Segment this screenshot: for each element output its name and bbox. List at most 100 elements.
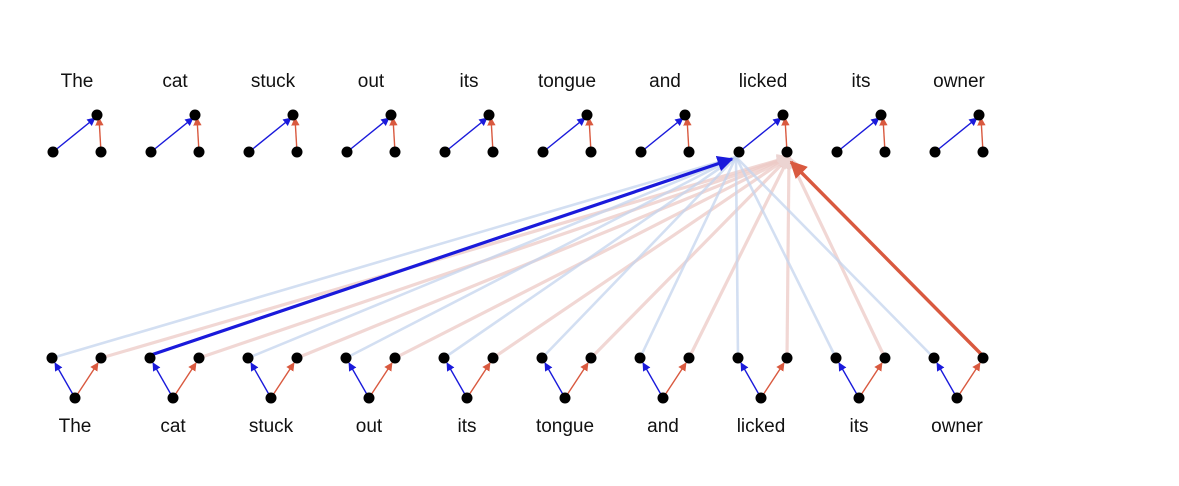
top-node-apex	[189, 109, 201, 121]
top-node-right	[193, 146, 205, 158]
bottom-node-right	[389, 352, 401, 364]
top-node-right	[977, 146, 989, 158]
top-node-right	[487, 146, 499, 158]
top-blue-edge	[444, 117, 488, 153]
bottom-node-right	[781, 352, 793, 364]
bottom-node-left	[928, 352, 940, 364]
bottom-red-edge	[172, 362, 197, 399]
bottom-token-6-and: and	[634, 352, 695, 437]
bottom-node-base	[755, 392, 767, 404]
bottom-token-8-its: its	[830, 352, 891, 437]
bottom-node-right	[977, 352, 989, 364]
top-node-right	[585, 146, 597, 158]
top-node-left	[733, 146, 745, 158]
top-word-label: owner	[933, 71, 985, 92]
bottom-red-edge	[368, 362, 393, 399]
bottom-blue-edge	[642, 362, 664, 399]
bottom-red-edge	[564, 362, 589, 399]
top-blue-edge	[52, 117, 96, 153]
bottom-red-edge	[74, 362, 99, 399]
top-word-label: licked	[739, 71, 788, 92]
bottom-red-edge	[466, 362, 491, 399]
bottom-word-label: its	[850, 416, 869, 437]
top-red-edge	[291, 117, 300, 153]
top-red-edge	[977, 117, 986, 153]
top-red-edge	[683, 117, 692, 153]
top-blue-edge	[248, 117, 292, 153]
bottom-word-label: out	[356, 416, 383, 437]
bottom-word-label: and	[647, 416, 679, 437]
bottom-red-edge	[760, 362, 785, 399]
bottom-node-left	[438, 352, 450, 364]
top-token-1-cat: cat	[145, 71, 205, 158]
top-node-right	[781, 146, 793, 158]
bottom-node-left	[144, 352, 156, 364]
top-red-edge	[879, 117, 888, 153]
top-node-left	[145, 146, 157, 158]
bottom-word-label: cat	[160, 416, 186, 437]
attention-line-red-6	[687, 155, 791, 359]
bottom-node-right	[193, 352, 205, 364]
bottom-node-base	[167, 392, 179, 404]
top-token-9-owner: owner	[929, 71, 989, 158]
bottom-token-0-the: The	[46, 352, 107, 437]
bottom-token-4-its: its	[438, 352, 499, 437]
top-node-right	[389, 146, 401, 158]
bottom-node-base	[657, 392, 669, 404]
attention-line-red-5	[589, 155, 791, 360]
bottom-node-base	[461, 392, 473, 404]
bottom-node-right	[95, 352, 107, 364]
top-node-apex	[581, 109, 593, 121]
top-word-label: and	[649, 71, 681, 92]
top-node-apex	[385, 109, 397, 121]
attention-line-blue-2	[247, 155, 737, 360]
attention-line-blue-3	[345, 155, 737, 360]
bottom-blue-edge	[740, 362, 762, 399]
bottom-word-label: tongue	[536, 416, 594, 437]
bottom-node-right	[585, 352, 597, 364]
top-node-left	[831, 146, 843, 158]
bottom-word-label: licked	[737, 416, 786, 437]
top-token-6-and: and	[635, 71, 695, 158]
top-node-apex	[973, 109, 985, 121]
bottom-blue-edge	[544, 362, 566, 399]
bottom-node-left	[46, 352, 58, 364]
bottom-token-9-owner: owner	[928, 352, 989, 437]
bottom-token-1-cat: cat	[144, 352, 205, 437]
bottom-node-right	[291, 352, 303, 364]
bottom-node-base	[265, 392, 277, 404]
bottom-red-edge	[270, 362, 295, 399]
top-blue-edge	[346, 117, 390, 153]
bottom-node-base	[363, 392, 375, 404]
attention-line-red-4	[492, 155, 791, 360]
top-red-edge	[585, 117, 594, 153]
attention-line-red-7	[782, 155, 796, 359]
bottom-word-label: The	[59, 416, 92, 437]
bottom-node-base	[69, 392, 81, 404]
top-word-label: tongue	[538, 71, 596, 92]
top-node-apex	[679, 109, 691, 121]
bottom-blue-edge	[936, 362, 958, 399]
bottom-node-right	[879, 352, 891, 364]
top-node-left	[341, 146, 353, 158]
attention-line-blue-8	[734, 156, 838, 359]
top-word-label: its	[460, 71, 479, 92]
top-blue-edge	[542, 117, 586, 153]
top-node-left	[47, 146, 59, 158]
bottom-red-edge	[956, 362, 981, 399]
bottom-node-base	[853, 392, 865, 404]
attention-line-blue-strong	[147, 156, 734, 358]
bottom-blue-edge	[348, 362, 370, 399]
top-blue-edge	[836, 117, 880, 153]
bottom-node-base	[951, 392, 963, 404]
bottom-node-left	[634, 352, 646, 364]
top-token-3-out: out	[341, 71, 401, 158]
top-token-4-its: its	[439, 71, 499, 158]
top-token-7-licked: licked	[733, 71, 793, 158]
top-blue-edge	[150, 117, 194, 153]
bottom-node-left	[340, 352, 352, 364]
top-node-apex	[875, 109, 887, 121]
bottom-node-base	[559, 392, 571, 404]
top-node-right	[95, 146, 107, 158]
